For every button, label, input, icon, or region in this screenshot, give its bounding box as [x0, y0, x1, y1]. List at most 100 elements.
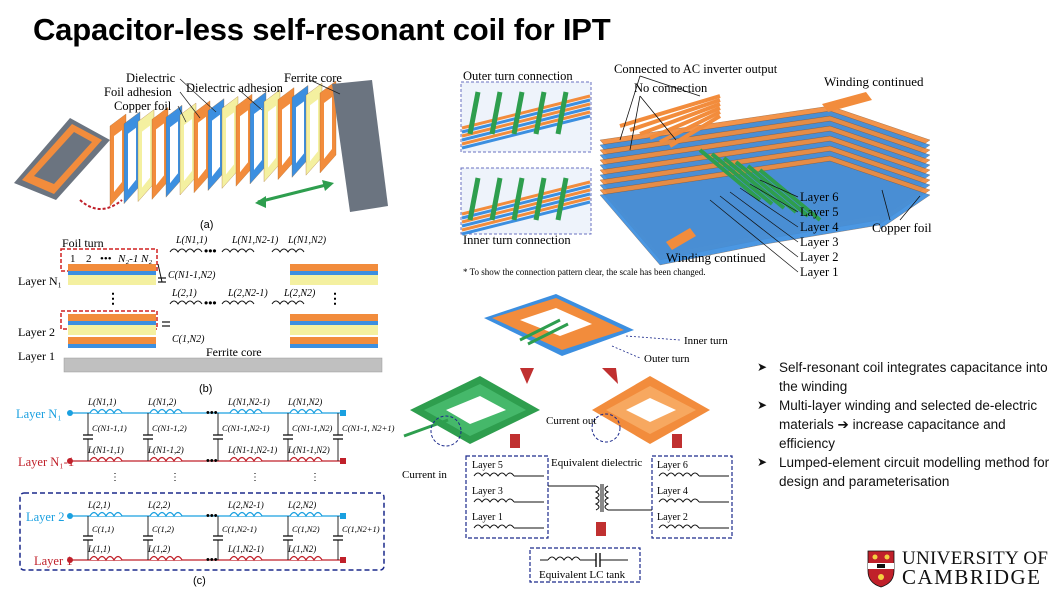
layer-label: Layer 1 [800, 265, 839, 279]
ladder-row: L(2,1)L(2,2)L(2,N2-1)L(2,N2)••• [67, 500, 346, 522]
inductor-label: L(2,N2-1) [227, 500, 264, 510]
arrow-bullet-icon: ➤ [757, 455, 768, 469]
fig-c-circuit-ladder: Layer N₁ Layer N₁-1 Layer 2 Layer 1 L(N1… [16, 397, 395, 587]
label-ferrite-core: Ferrite core [284, 71, 342, 85]
capacitor: C(N1-1,1) [83, 413, 127, 461]
inductor-label: L(2,N2) [287, 500, 316, 510]
red-arrow-icon [79, 199, 123, 210]
capacitor: C(N1-1, N2+1) [333, 413, 395, 461]
capacitor: C(1,N2-1) [213, 516, 257, 560]
capacitor: C(N1-1,2) [143, 413, 187, 461]
layer-label: Layer 1 [18, 349, 55, 363]
label-equivalent-lc-tank: Equivalent LC tank [539, 569, 626, 581]
exploded-layer [207, 98, 225, 191]
turn-number: ••• [100, 253, 112, 265]
layer-label: Layer 4 [657, 486, 688, 497]
red-down-arrow-icon [602, 368, 618, 384]
label-outer-turn: Outer turn [644, 353, 690, 365]
exploded-layer [109, 113, 127, 207]
exploded-layer-stack [109, 80, 337, 207]
caption-b: (b) [199, 383, 212, 395]
inductor-icon [89, 555, 123, 562]
capacitor: C(1,N2) [283, 516, 320, 560]
fig-3d-winding: Outer turn connection Inner turn connect… [460, 62, 932, 279]
logo-line-2: CAMBRIDGE [902, 565, 1042, 589]
label-current-in: Current in [402, 469, 447, 481]
layer-label: Layer 5 [472, 460, 503, 471]
label-current-out: Current out [546, 415, 596, 427]
turn-number: N₂ [140, 253, 152, 265]
capacitor-label: C(N1-1,N2-1) [222, 423, 270, 433]
arrow-bullet-icon: ➤ [757, 398, 768, 412]
ferrite-core-label: Ferrite core [206, 345, 262, 359]
green-arrow-icon [257, 182, 331, 204]
capacitor-label: C(N1-1,1) [92, 423, 127, 433]
label-dielectric: Dielectric [126, 71, 176, 85]
svg-text:•••: ••• [204, 244, 217, 258]
bullet-item: ➤Self-resonant coil integrates capacitan… [757, 360, 1048, 394]
inductor-label: L(N1,1) [175, 235, 208, 246]
layer-label: Layer 1 [34, 554, 73, 568]
capacitor-label: C(1,N2) [292, 524, 320, 534]
fig-a-exploded-coil: Dielectric Foil adhesion Copper foil Die… [14, 71, 388, 231]
inductor-icon [89, 456, 123, 463]
inductor-label: L(2,2) [147, 500, 170, 510]
layer-2-stack-right [290, 314, 378, 348]
capacitor-label: C(N1-1,N2) [292, 423, 333, 433]
capacitor-label: C(N1-1,N2) [168, 270, 216, 281]
label-no-connection: No connection [634, 81, 708, 95]
fig-assembly: Inner turn Outer turn Current in Current… [402, 294, 733, 583]
capacitor: C(1,N2+1) [333, 516, 380, 560]
ferrite-core-plate [332, 80, 388, 212]
caption-c: (c) [193, 575, 206, 587]
inductor-icon [149, 408, 183, 415]
inductor-label: L(2,N2-1) [227, 288, 268, 299]
label-copper-foil: Copper foil [114, 99, 172, 113]
inductor-icon [149, 511, 183, 518]
footnote: * To show the connection pattern clear, … [463, 267, 706, 277]
svg-text:•••: ••• [206, 554, 218, 566]
logo-line-1: UNIVERSITY OF [902, 548, 1049, 569]
inductor-icon [229, 511, 263, 518]
inductor-label: L(N1-1,N2) [287, 445, 330, 455]
transformer-symbol [548, 484, 652, 512]
exploded-layer [305, 82, 323, 176]
layer-label: Layer 5 [800, 205, 839, 219]
inductor-label: L(N1,N2-1) [227, 397, 270, 407]
layer-label: Layer 1 [472, 512, 503, 523]
left-layer-box [465, 455, 549, 539]
label-foil-turn: Foil turn [62, 236, 104, 250]
bullet-list: ➤Self-resonant coil integrates capacitan… [755, 358, 1055, 491]
layer-label: Layer 6 [800, 190, 839, 204]
svg-text:⋮: ⋮ [110, 472, 120, 483]
label-foil-adhesion: Foil adhesion [104, 85, 172, 99]
svg-text:⋮: ⋮ [328, 290, 342, 306]
label-winding-continued-top: Winding continued [824, 74, 924, 89]
inductor-icon [89, 408, 123, 415]
inductor-icon [89, 511, 123, 518]
arrow-bullet-icon: ➤ [757, 360, 768, 374]
layer-label: Layer 2 [657, 512, 688, 523]
layer-n1-stack-right [290, 264, 378, 285]
layer-label: Layer N₁ [18, 274, 62, 288]
ladder-row: L(N1,1)L(N1,2)L(N1,N2-1)L(N1,N2)••• [67, 397, 346, 419]
ferrite-core-base [63, 357, 383, 373]
exploded-layer [165, 104, 183, 198]
exploded-layer [277, 87, 295, 180]
exploded-layer [249, 91, 267, 185]
exploded-layer [263, 89, 281, 183]
layer-n1-stack-left [68, 264, 156, 285]
capacitor-label: C(1,1) [92, 524, 114, 534]
inductor-icon [229, 456, 263, 463]
capacitor-label: C(1,2) [152, 524, 174, 534]
label-dielectric-adhesion: Dielectric adhesion [186, 81, 284, 95]
green-coil [403, 376, 540, 447]
label-copper-foil-right: Copper foil [872, 220, 932, 235]
capacitor-label: C(N1-1,2) [152, 423, 187, 433]
full-coil-3d [484, 294, 634, 356]
inductor-icon [229, 408, 263, 415]
inductor-label: L(1,N2) [287, 544, 316, 554]
exploded-layer [221, 96, 239, 189]
ladder-row: L(N1-1,1)L(N1-1,2)L(N1-1,N2-1)L(N1-1,N2)… [67, 445, 346, 467]
